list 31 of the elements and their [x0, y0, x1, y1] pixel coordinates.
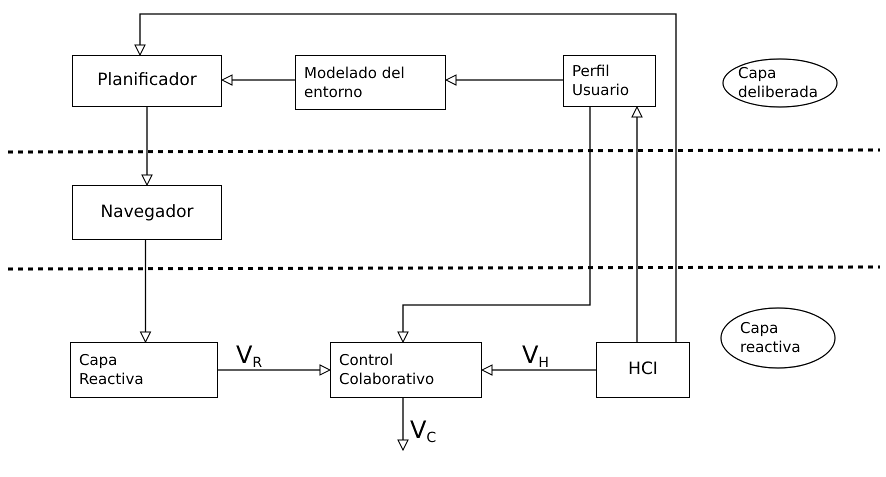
layer-ellipse: [722, 58, 838, 108]
node-label: Capa deliberada: [738, 64, 819, 102]
arrow: [446, 74, 563, 86]
node-label: Navegador: [100, 202, 194, 224]
process-box: [295, 55, 446, 110]
process-box: [70, 342, 218, 398]
process-box: [563, 55, 656, 107]
arrow: [140, 240, 151, 342]
arrow: [632, 106, 642, 342]
node-label: Capa Reactiva: [79, 351, 145, 389]
node-label: Control Colaborativo: [339, 351, 436, 389]
edge-label: V$_{C}$: [410, 418, 436, 442]
process-box: [596, 342, 690, 398]
process-box: [72, 185, 222, 240]
node-label: HCI: [628, 359, 658, 381]
arrow: [142, 107, 152, 186]
arrow: [222, 74, 295, 86]
node-label: Modelado del entorno: [304, 64, 406, 102]
edge-label: V$_{R}$: [236, 343, 262, 367]
process-box: [330, 342, 482, 398]
arrow: [398, 398, 408, 450]
node-label: Perfil Usuario: [572, 62, 630, 100]
node-label: Capa reactiva: [740, 319, 802, 357]
layer-ellipse: [720, 307, 836, 369]
arrow: [218, 364, 330, 376]
arrow: [482, 364, 596, 376]
process-box: [72, 55, 222, 107]
arrow: [134, 13, 677, 342]
arrow: [398, 107, 591, 342]
node-label: Planificador: [97, 70, 197, 92]
edge-label: V$_{H}$: [522, 343, 549, 367]
